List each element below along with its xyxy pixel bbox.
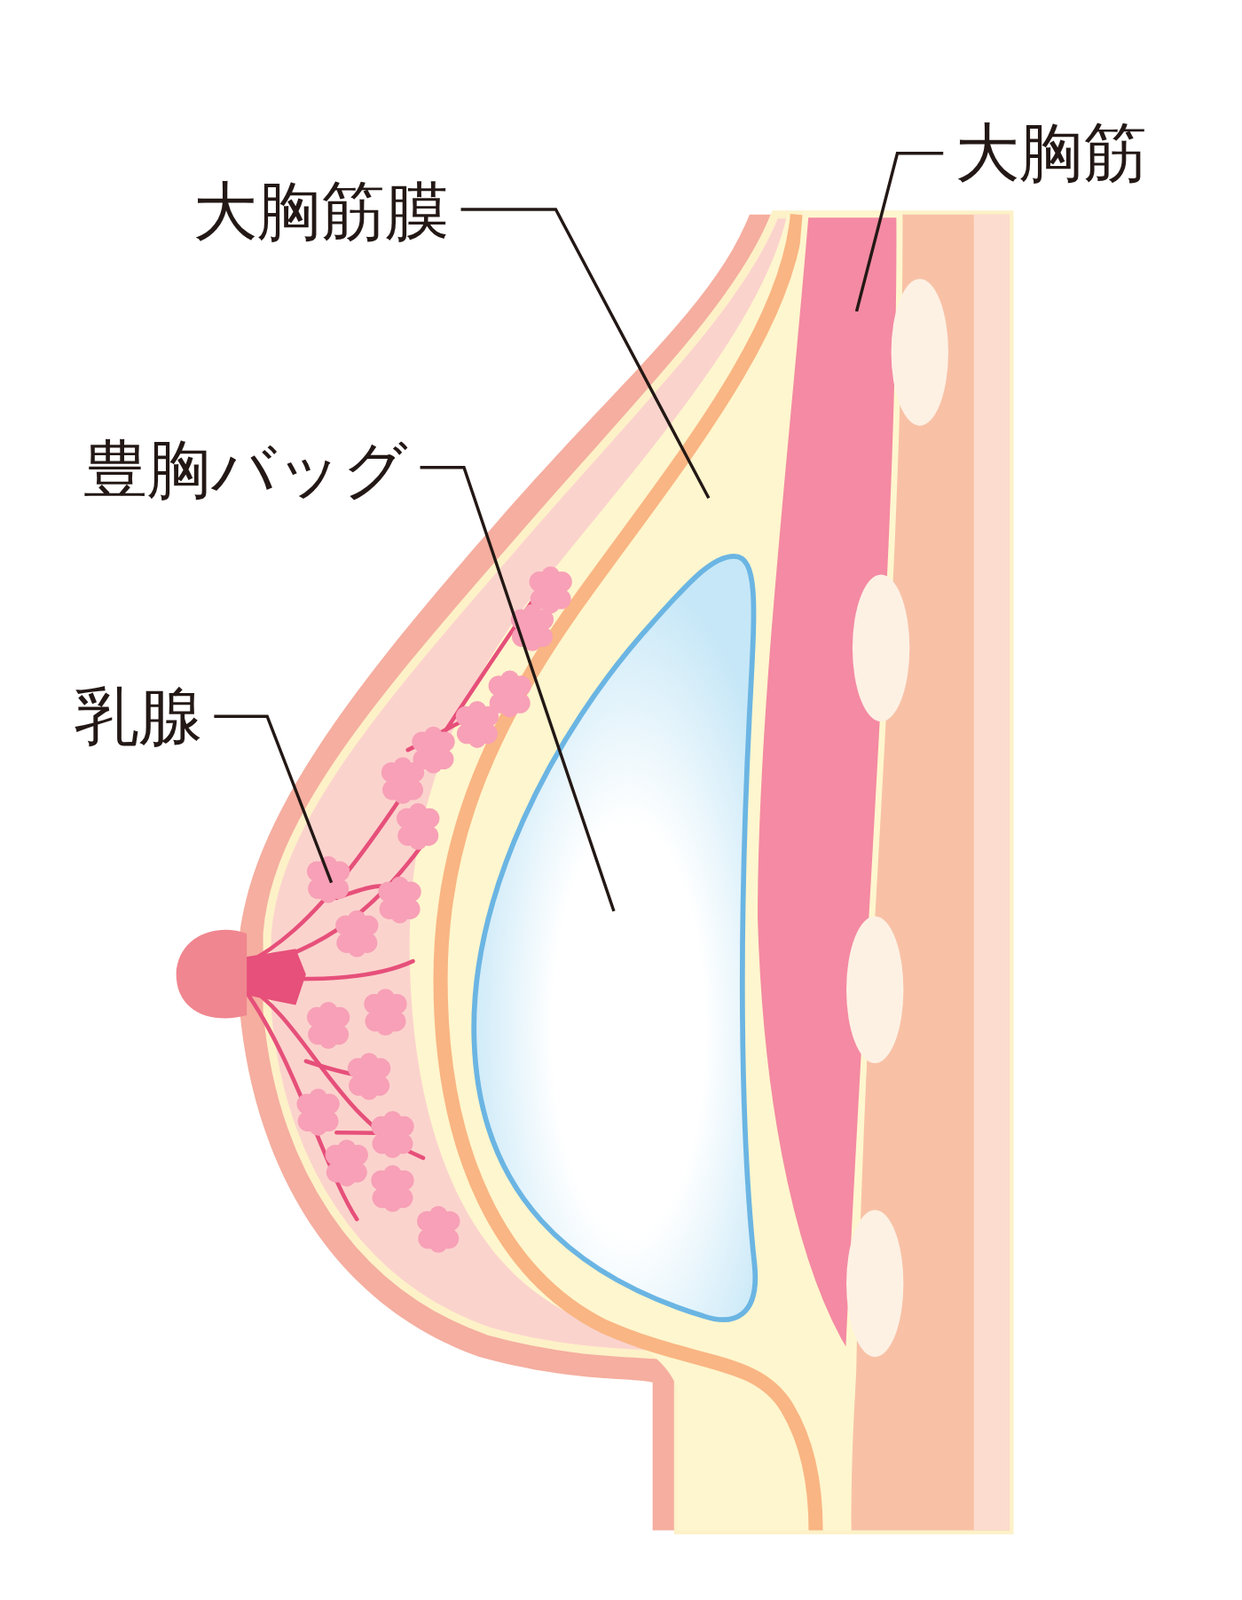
leader-line — [213, 715, 331, 882]
duct-root — [244, 948, 307, 1005]
leader-line — [856, 153, 944, 312]
rib — [891, 278, 949, 426]
pectoral-muscle — [754, 214, 900, 1357]
rib — [852, 573, 910, 722]
part-label: 豊胸バッグ — [83, 437, 409, 502]
skin — [239, 214, 1010, 1531]
fat-layer — [409, 214, 1010, 1531]
nipple — [176, 929, 248, 1019]
rib — [846, 1210, 904, 1358]
leader-line — [420, 467, 614, 912]
part-label: 大胸筋膜 — [193, 179, 449, 244]
implant — [473, 556, 755, 1320]
rib — [846, 916, 904, 1064]
back-band — [974, 214, 1010, 1531]
leader-line — [461, 209, 709, 498]
gland-area — [267, 214, 1010, 1531]
part-label: 乳腺 — [74, 683, 203, 748]
milk-ducts — [244, 597, 536, 1219]
part-label: 大胸筋 — [955, 120, 1148, 185]
leader-lines — [213, 153, 944, 912]
